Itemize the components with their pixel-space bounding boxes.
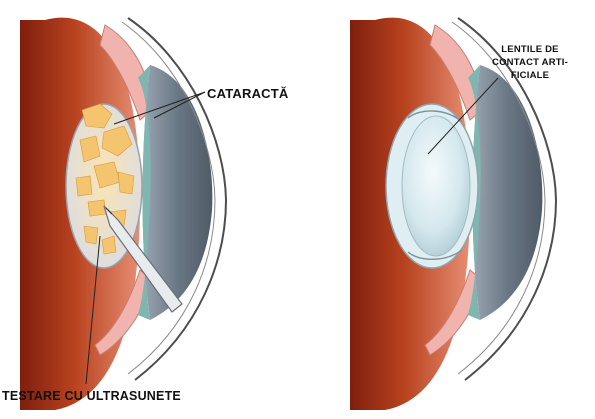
cataract-blotches	[75, 103, 135, 255]
lens-haptic-bottom	[407, 249, 463, 260]
right-aqueous-chamber	[472, 65, 543, 320]
right-eye	[350, 17, 558, 411]
cataract-label: CATARACTĂ	[207, 86, 289, 101]
cataract-leader-2	[153, 91, 206, 119]
left-eye	[20, 17, 228, 411]
contact-lens-label-line-1: LENTILE DE	[501, 44, 559, 55]
ultrasound-probe	[103, 205, 183, 313]
left-ciliary-tissue-lower	[94, 269, 153, 356]
left-cornea	[127, 17, 228, 381]
cataract-leader-1	[113, 91, 206, 125]
right-ciliary-tissue-lower	[424, 269, 483, 356]
right-cornea-inner	[451, 21, 546, 375]
right-cornea	[457, 17, 558, 381]
lens-haptic-top	[407, 110, 463, 123]
ultrasound-leader	[85, 235, 101, 385]
left-aqueous-chamber	[142, 65, 213, 320]
contact-lens-label-line-3: FICIALE	[510, 70, 550, 81]
left-cornea-inner	[121, 21, 216, 375]
contact-lens-label: LENTILE DE CONTACT ARTI- FICIALE	[490, 43, 570, 82]
contact-lens-leader	[427, 77, 499, 155]
contact-lens-label-line-2: CONTACT ARTI-	[492, 57, 568, 68]
left-aqueous-rim	[138, 65, 151, 320]
artificial-lens-optic	[401, 115, 471, 257]
ultrasound-label: TESTARE CU ULTRASUNETE	[2, 389, 181, 403]
